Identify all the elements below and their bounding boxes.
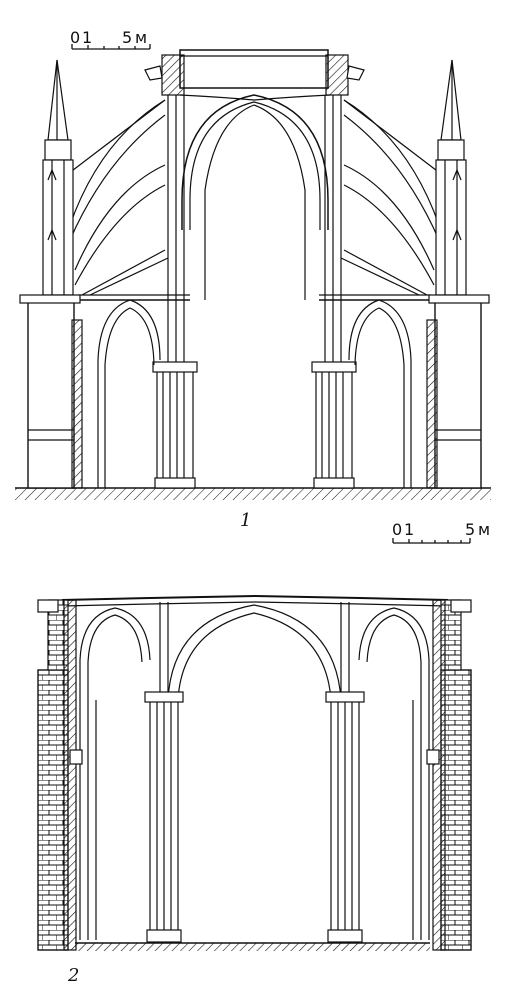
column-right-2 xyxy=(325,602,365,943)
scale-1-zero: 0 xyxy=(70,28,81,47)
nave-arch-2 xyxy=(167,604,342,701)
aisle-arch-left xyxy=(97,299,161,488)
scale-1-one: 1 xyxy=(82,28,93,47)
flying-buttresses-right xyxy=(343,99,450,286)
aisle-arch-right-2 xyxy=(358,607,430,940)
scale-bar-2 xyxy=(392,538,471,544)
column-left-2 xyxy=(144,602,184,943)
floor-line-2 xyxy=(75,942,430,951)
roof-vault-line xyxy=(61,594,449,601)
figure-2-number: 2 xyxy=(68,965,80,986)
scale-2-one: 1 xyxy=(404,520,415,539)
figure-1-number: 1 xyxy=(240,510,252,531)
hall-church-section-drawing xyxy=(37,538,472,951)
nave-pier-left xyxy=(152,95,198,489)
aisle-arch-right xyxy=(348,299,412,488)
pinnacle-right xyxy=(435,59,467,296)
scale-2-five: 5 xyxy=(465,520,476,539)
wall-left xyxy=(37,599,77,951)
pinnacle-left xyxy=(42,59,74,296)
nave-vault xyxy=(181,94,329,230)
aisle-arch-left-2 xyxy=(79,607,151,940)
scale-1-unit: м xyxy=(135,28,148,47)
ground-line-1 xyxy=(15,487,491,500)
scale-2-unit: м xyxy=(478,520,491,539)
flying-buttresses-left xyxy=(59,99,166,286)
scale-1-five: 5 xyxy=(122,28,133,47)
buttress-pier-left xyxy=(19,294,83,489)
cathedral-section-drawing xyxy=(15,44,491,500)
scale-bar-1 xyxy=(71,44,151,50)
scale-2-zero: 0 xyxy=(392,520,403,539)
wall-right xyxy=(432,599,472,951)
nave-pier-right xyxy=(311,95,357,489)
buttress-pier-right xyxy=(426,294,490,489)
